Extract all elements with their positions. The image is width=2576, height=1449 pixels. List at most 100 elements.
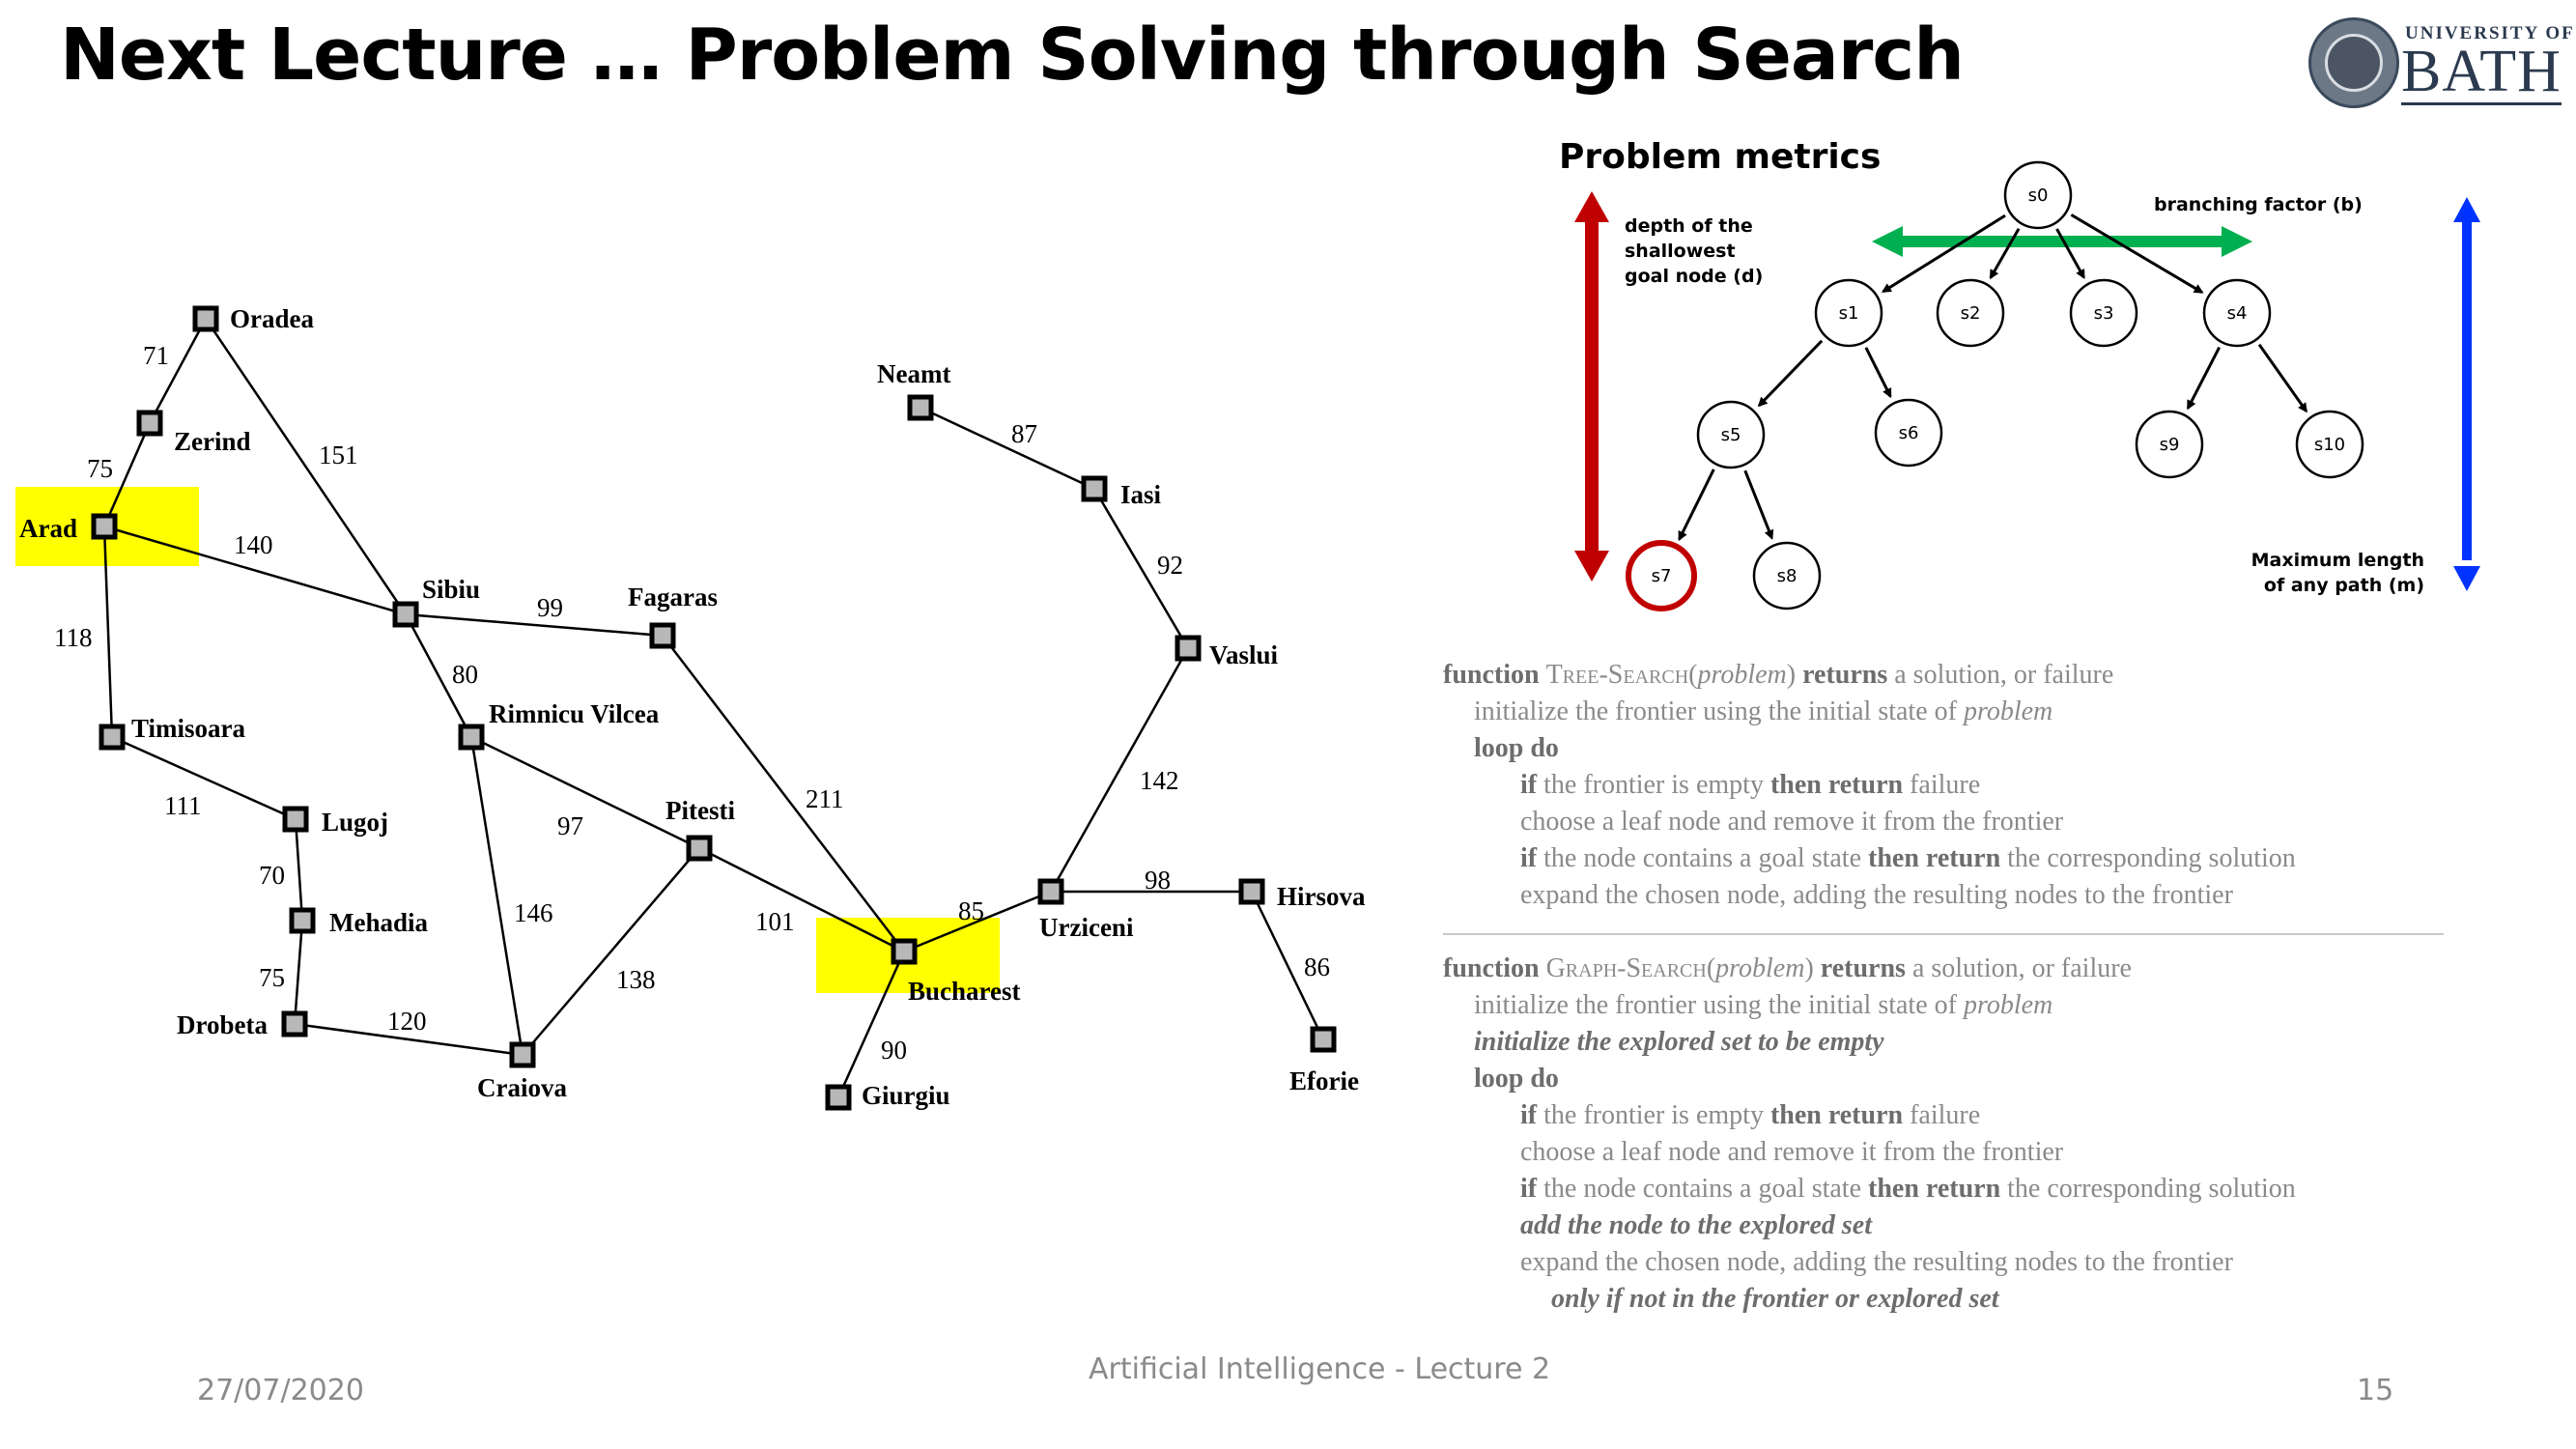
search-tree-diagram: depth of the shallowest goal node (d) br…: [1574, 160, 2480, 611]
distance-arad-sibiu: 140: [234, 530, 273, 559]
city-node-iasi: [1081, 475, 1108, 502]
distance-rimnicu-vilcea-pitesti: 97: [557, 811, 583, 840]
university-logo: UNIVERSITY OF BATH: [2308, 17, 2573, 108]
tree-node-label-s1: s1: [1839, 303, 1859, 324]
road-pitesti-bucharest: [698, 846, 905, 953]
city-label-drobeta: Drobeta: [177, 1010, 268, 1039]
road-zerind-arad: [102, 422, 152, 527]
city-label-urziceni: Urziceni: [1039, 913, 1134, 942]
keyword: returns: [1802, 660, 1888, 690]
argument: problem: [1963, 696, 2053, 726]
city-node-fagaras: [649, 622, 676, 649]
tree-search-line-3: loop do: [1443, 730, 2296, 767]
city-label-hirsova: Hirsova: [1277, 882, 1366, 911]
city-node-bucharest: [891, 938, 918, 965]
tree-node-s6: [1874, 398, 1943, 468]
tree-node-label-s4: s4: [2227, 303, 2248, 324]
graph-search-line-9: expand the chosen node, adding the resul…: [1520, 1247, 2233, 1277]
city-label-giurgiu: Giurgiu: [862, 1081, 950, 1110]
road-neamt-iasi: [920, 406, 1095, 491]
distance-craiova-pitesti: 138: [616, 965, 656, 994]
road-iasi-vaslui: [1092, 488, 1190, 649]
tree-node-s8: [1752, 541, 1822, 611]
road-vaslui-urziceni: [1049, 647, 1190, 893]
graph-search-line-4: loop do: [1443, 1061, 2296, 1097]
road-hirsova-eforie: [1250, 891, 1325, 1040]
tree-edge-s0-s4: [2070, 213, 2204, 294]
tree-node-s3: [2069, 278, 2138, 348]
text: initialize the frontier using the initia…: [1474, 990, 1957, 1020]
city-node-mehadia: [289, 907, 316, 934]
distance-urziceni-hirsova: 98: [1145, 866, 1171, 895]
city-label-pitesti: Pitesti: [665, 796, 735, 825]
tree-node-label-s7: s7: [1652, 566, 1672, 586]
distance-mehadia-drobeta: 75: [259, 963, 285, 992]
city-node-sibiu: [392, 601, 419, 628]
city-label-neamt: Neamt: [877, 359, 950, 388]
distance-bucharest-giurgiu: 90: [881, 1036, 907, 1065]
distance-lugoj-mehadia: 70: [259, 861, 285, 890]
tree-search-line-7: expand the chosen node, adding the resul…: [1520, 880, 2233, 910]
city-node-arad: [91, 513, 118, 540]
city-label-fagaras: Fagaras: [628, 582, 718, 611]
road-drobeta-craiova: [294, 1022, 524, 1057]
argument: problem: [1715, 953, 1805, 983]
keyword: loop do: [1474, 1064, 1559, 1094]
keyword: returns: [1820, 953, 1906, 983]
tree-node-s5: [1696, 400, 1766, 469]
distance-vaslui-urziceni: 142: [1140, 766, 1179, 795]
city-node-rimnicu-vilcea: [458, 724, 485, 751]
keyword: if: [1520, 843, 1538, 873]
graph-search-line-10: only if not in the frontier or explored …: [1551, 1284, 1999, 1314]
depth-label-line1: depth of the: [1625, 215, 1753, 237]
text: the frontier is empty: [1543, 1100, 1764, 1130]
distance-arad-timisoara: 118: [54, 623, 93, 652]
graph-search-line-8: add the node to the explored set: [1520, 1210, 1872, 1240]
city-label-oradea: Oradea: [230, 304, 314, 333]
distance-fagaras-bucharest: 211: [806, 784, 844, 813]
city-label-arad: Arad: [19, 514, 77, 543]
footer-page-number: 15: [2357, 1374, 2394, 1407]
keyword: if: [1520, 770, 1538, 800]
city-node-drobeta: [281, 1010, 308, 1037]
tree-node-s4: [2202, 278, 2272, 348]
city-node-zerind: [136, 410, 163, 437]
city-markers: [91, 305, 1337, 1111]
argument: problem: [1963, 990, 2053, 1020]
tree-node-s1: [1814, 278, 1883, 348]
max-length-arrow: [2453, 197, 2480, 591]
keyword: loop do: [1474, 733, 1559, 763]
text: the corresponding solution: [2007, 843, 2296, 873]
paren: ): [1804, 953, 1814, 983]
logo-line1: UNIVERSITY OF: [2405, 23, 2575, 43]
road-sibiu-rimnicu-vilcea: [404, 613, 473, 738]
keyword: then return: [1769, 770, 1904, 800]
road-bucharest-giurgiu: [836, 951, 906, 1098]
tree-search-line-2: initialize the frontier using the initia…: [1443, 694, 2296, 730]
function-name: Tree-Search(: [1545, 660, 1698, 690]
road-mehadia-drobeta: [293, 920, 304, 1025]
footer-date: 27/07/2020: [197, 1374, 364, 1407]
tree-node-label-s8: s8: [1777, 566, 1798, 586]
branching-factor-label: branching factor (b): [2154, 194, 2363, 215]
logo-line2: BATH: [2401, 39, 2562, 105]
road-network: [102, 318, 1325, 1098]
tree-node-s10: [2295, 410, 2364, 479]
keyword: function: [1443, 660, 1540, 690]
branching-arrow: [1872, 226, 2252, 257]
graph-search-line-6: choose a leaf node and remove it from th…: [1520, 1137, 2064, 1167]
text: failure: [1910, 1100, 1981, 1130]
road-arad-sibiu: [103, 525, 407, 616]
road-fagaras-bucharest: [662, 635, 905, 952]
text: the node contains a goal state: [1543, 843, 1861, 873]
tree-node-label-s6: s6: [1899, 423, 1919, 443]
tree-node-s0: [2003, 160, 2073, 230]
tree-edge-s0-s2: [1989, 227, 2021, 280]
tree-edge-s5-s8: [1743, 469, 1774, 540]
city-label-zerind: Zerind: [174, 427, 251, 456]
tree-node-label-s3: s3: [2094, 303, 2114, 324]
text: the frontier is empty: [1543, 770, 1764, 800]
distance-oradea-zerind: 71: [143, 341, 169, 370]
tree-edge-s0-s1: [1881, 213, 2006, 294]
